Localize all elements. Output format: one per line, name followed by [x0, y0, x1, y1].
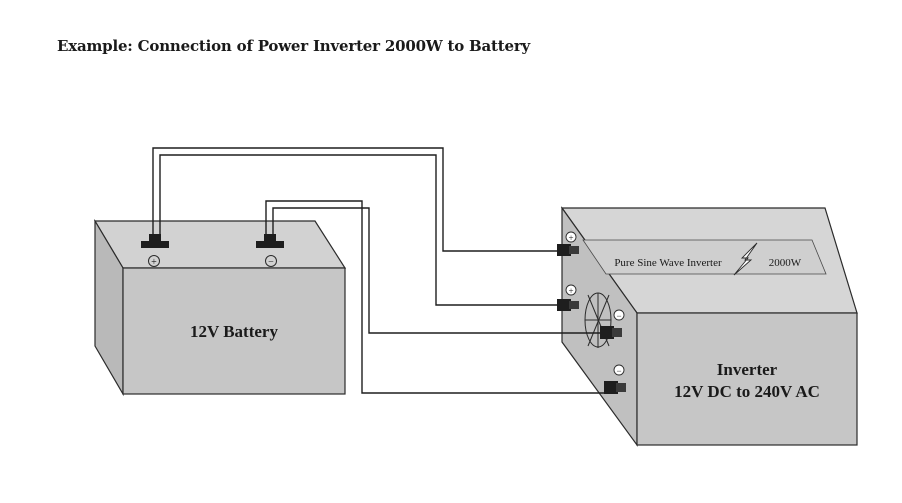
inverter-power-rating: 2000W	[769, 257, 802, 269]
negative-cable-2	[265, 200, 604, 394]
inverter-label-line2: 12V DC to 240V AC	[674, 382, 820, 401]
diagram-title: Example: Connection of Power Inverter 20…	[57, 37, 531, 55]
lightning-bolt-icon	[733, 242, 758, 276]
inverter-negative-terminal-1: −	[600, 309, 625, 339]
negative-cable-1	[272, 207, 600, 334]
battery: 12V Battery + −	[93, 218, 347, 397]
inverter-plus-sign-2: +	[568, 286, 573, 296]
inverter-plus-sign-1: +	[568, 233, 573, 243]
cables	[152, 147, 604, 394]
inverter-negative-terminal-2: −	[604, 364, 626, 394]
fan-icon	[584, 292, 612, 348]
battery-label: 12V Battery	[190, 322, 278, 341]
battery-front-face	[122, 267, 346, 395]
inverter-front-face	[636, 312, 858, 446]
battery-positive-terminal: +	[141, 234, 169, 268]
inverter-label-line1: Inverter	[717, 360, 778, 379]
battery-minus-sign: −	[268, 257, 274, 268]
inverter-minus-sign-2: −	[616, 366, 621, 376]
inverter-minus-sign-1: −	[616, 311, 621, 321]
inverter: Pure Sine Wave Inverter 2000W Inverter 1…	[557, 206, 858, 447]
battery-plus-sign: +	[151, 257, 157, 268]
inverter-panel-text: Pure Sine Wave Inverter	[614, 257, 722, 269]
inverter-positive-terminal-1: +	[557, 231, 579, 256]
inverter-top-panel	[582, 239, 827, 275]
battery-negative-terminal: −	[256, 234, 284, 268]
inverter-positive-terminal-2: +	[557, 284, 579, 311]
positive-cable-1	[152, 147, 557, 252]
battery-top-face	[93, 220, 347, 269]
positive-cable-2	[159, 154, 557, 306]
